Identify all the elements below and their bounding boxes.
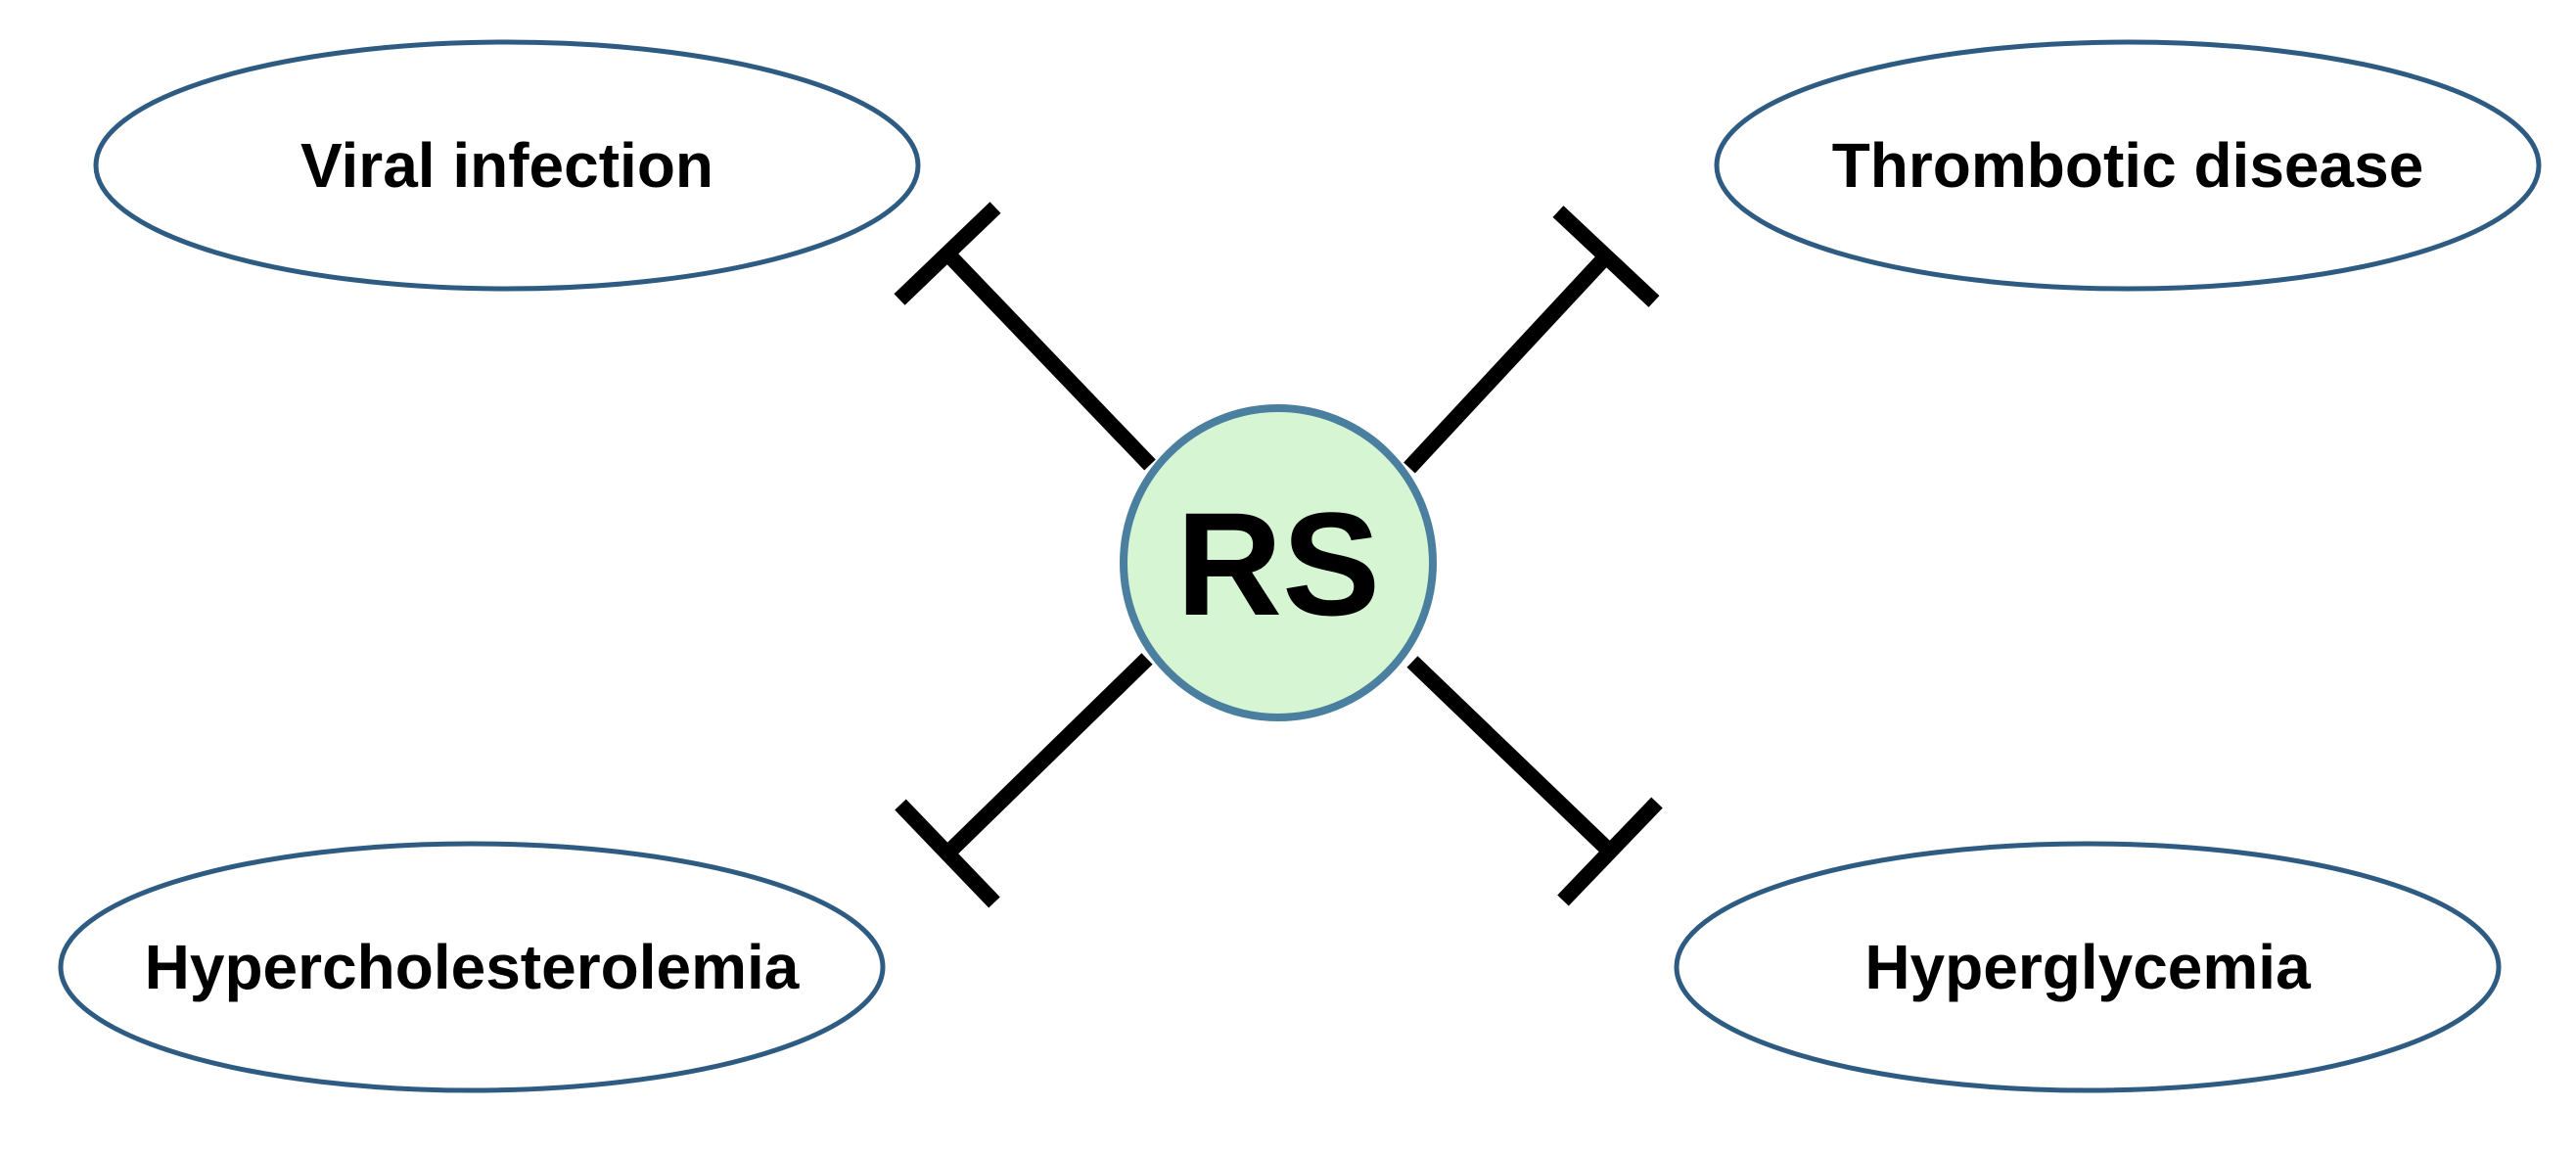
center-circle-border xyxy=(1120,404,1437,721)
edge-tbar xyxy=(894,202,1001,305)
node-ellipse xyxy=(1674,841,2502,1093)
inhibition-edges xyxy=(894,202,1663,908)
edge-line xyxy=(942,248,1156,471)
node-label: Thrombotic disease xyxy=(1832,130,2424,201)
node-ellipse xyxy=(93,39,921,292)
center-node: RS xyxy=(1120,404,1437,721)
edge-line xyxy=(1403,251,1612,474)
inhibition-edge-viral-infection xyxy=(894,202,1156,471)
node-ellipse xyxy=(1714,39,2542,292)
inhibition-edge-hyperglycemia xyxy=(1406,656,1663,906)
inhibition-edge-hypercholesterolemia xyxy=(895,653,1153,908)
edge-line xyxy=(942,653,1153,859)
center-circle xyxy=(1124,408,1433,717)
node-thrombotic-disease: Thrombotic disease xyxy=(1714,39,2542,292)
edge-line xyxy=(1406,656,1616,857)
node-label: Hyperglycemia xyxy=(1864,932,2311,1002)
node-label: Viral infection xyxy=(300,130,713,201)
edge-tbar xyxy=(1557,797,1663,906)
node-hypercholesterolemia: Hypercholesterolemia xyxy=(58,841,886,1093)
edge-tbar xyxy=(895,799,1000,908)
node-label: Hypercholesterolemia xyxy=(145,932,800,1002)
node-ellipse xyxy=(58,841,886,1093)
inhibition-edge-thrombotic-disease xyxy=(1403,206,1660,474)
node-viral-infection: Viral infection xyxy=(93,39,921,292)
center-label: RS xyxy=(1176,482,1380,646)
node-hyperglycemia: Hyperglycemia xyxy=(1674,841,2502,1093)
edge-tbar xyxy=(1552,206,1660,307)
